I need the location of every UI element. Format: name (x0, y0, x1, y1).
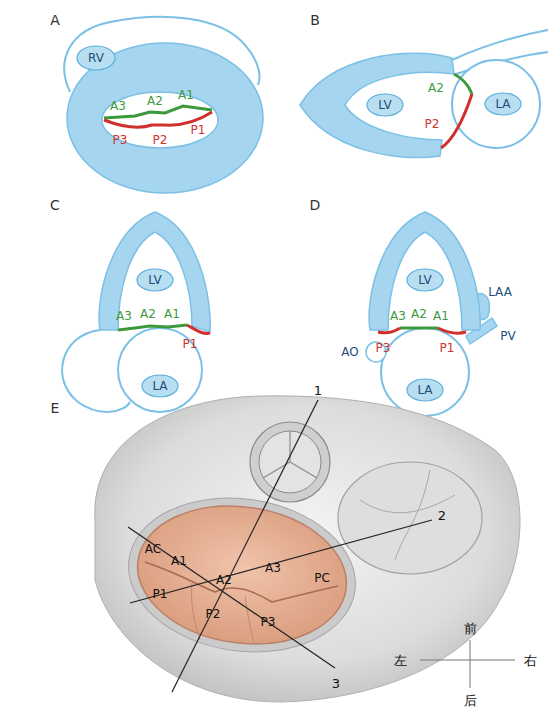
chamber-oval: LV (366, 93, 404, 117)
chamber-oval: LV (406, 268, 444, 292)
commissural-view (366, 212, 497, 416)
part-label: P2 (206, 608, 221, 620)
part-label: A1 (433, 310, 449, 322)
chamber-oval: LV (136, 268, 174, 292)
chamber-oval: LA (406, 378, 444, 402)
part-label: 右 (524, 654, 537, 667)
part-label: P1 (183, 338, 198, 350)
part-label: LAA (488, 286, 512, 298)
part-label: A1 (164, 308, 180, 320)
panel-letter: D (310, 198, 321, 212)
part-label: A3 (116, 310, 132, 322)
part-label: A2 (147, 95, 163, 107)
long-axis-view (300, 30, 548, 158)
short-axis-view (64, 17, 263, 193)
part-label: A1 (178, 89, 194, 101)
chamber-label: RV (76, 45, 116, 71)
part-label: A2 (428, 82, 444, 94)
chamber-label: LA (484, 92, 522, 116)
part-label: AO (341, 346, 358, 358)
panel-letter: E (51, 401, 60, 415)
part-label: P1 (191, 124, 206, 136)
chamber-label: LA (141, 374, 179, 398)
part-label: P2 (153, 134, 168, 146)
chamber-oval: RV (76, 45, 116, 71)
part-label: A3 (265, 562, 281, 574)
part-label: 1 (314, 384, 322, 397)
panel-letter: B (310, 13, 320, 27)
part-label: A1 (171, 555, 187, 567)
part-label: 前 (464, 622, 477, 635)
chamber-label: LV (406, 268, 444, 292)
part-label: PV (500, 330, 515, 342)
part-label: A3 (390, 310, 406, 322)
part-label: 2 (438, 509, 446, 522)
part-label: 3 (332, 677, 340, 690)
part-label: P1 (440, 342, 455, 354)
chamber-label: LA (406, 378, 444, 402)
part-label: 后 (464, 694, 477, 707)
part-label: A3 (110, 100, 126, 112)
part-label: AC (145, 543, 161, 555)
part-label: P1 (153, 588, 168, 600)
panel-letter: C (50, 198, 60, 212)
part-label: A2 (140, 308, 156, 320)
chamber-label: LV (366, 93, 404, 117)
part-label: A2 (216, 574, 232, 586)
part-label: A2 (411, 308, 427, 320)
chamber-label: LV (136, 268, 174, 292)
part-label: P3 (113, 134, 128, 146)
chamber-oval: LA (141, 374, 179, 398)
part-label: PC (314, 572, 330, 584)
part-label: P3 (261, 616, 276, 628)
part-label: P3 (376, 342, 391, 354)
two-chamber-view (62, 212, 210, 412)
chamber-oval: LA (484, 92, 522, 116)
surgical-view (95, 396, 520, 702)
panel-letter: A (50, 13, 60, 27)
part-label: 左 (394, 654, 407, 667)
part-label: P2 (425, 118, 440, 130)
